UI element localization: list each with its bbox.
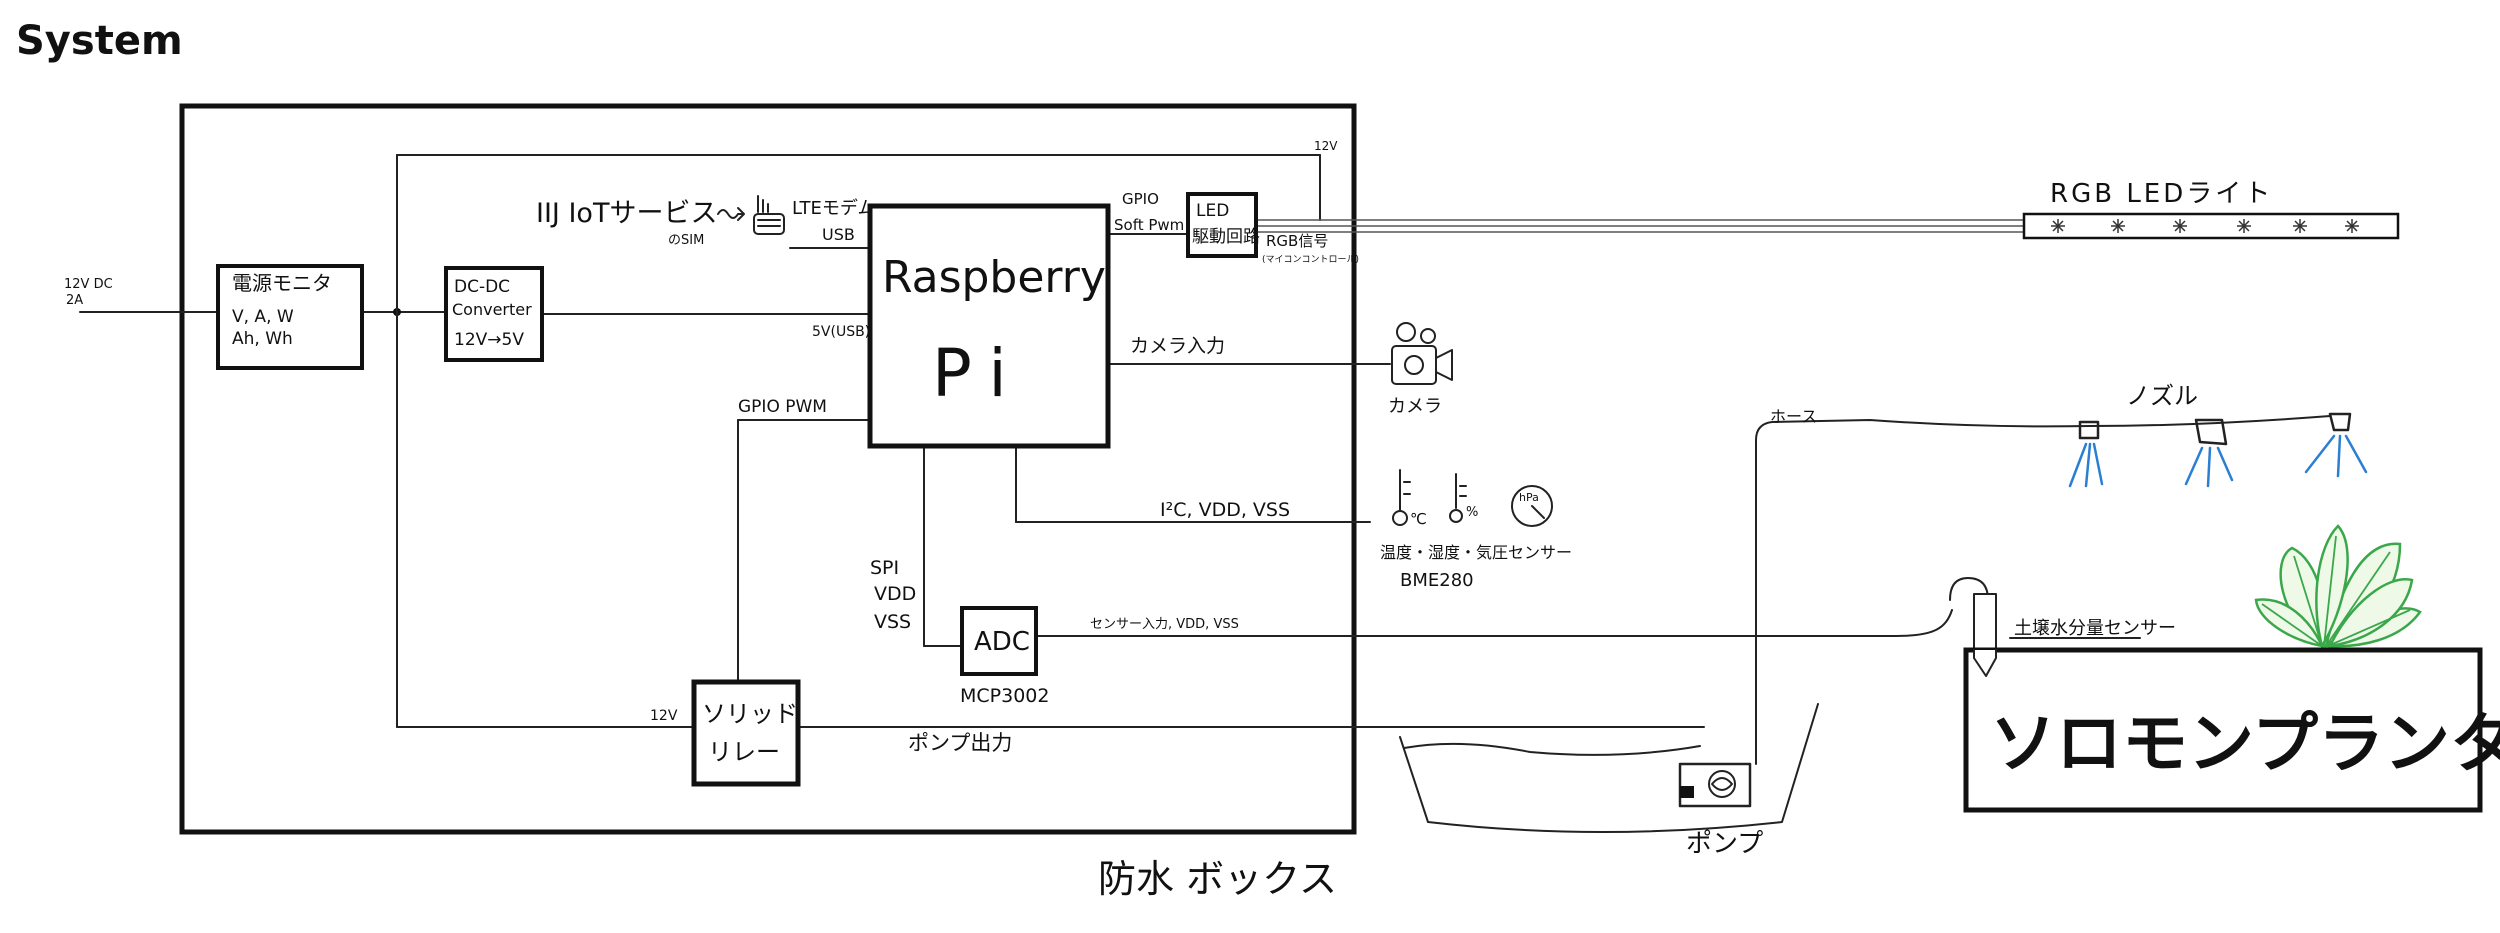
raspberry-pi-box — [867, 203, 1111, 449]
adc-label: ADC — [974, 627, 1030, 657]
i2c-label: I²C, VDD, VSS — [1160, 499, 1290, 521]
waterproof-box — [179, 103, 1357, 835]
sensor-input-label: センサー入力, VDD, VSS — [1090, 617, 1239, 632]
gpio-label: GPIO — [1122, 190, 1159, 208]
lte-modem-label: LTEモデム — [792, 198, 876, 219]
adc-box — [960, 606, 1038, 676]
rgb-signal-sublabel: (マイコンコントロール) — [1262, 255, 1359, 265]
plant-icon — [2254, 524, 2422, 650]
hose-label: ホース — [1770, 407, 1817, 426]
relay-box — [691, 679, 801, 787]
pump-output-label: ポンプ出力 — [908, 731, 1012, 755]
nozzle-icon — [2184, 418, 2234, 488]
lte-usb-label: USB — [822, 225, 855, 244]
hpa-label: hPa — [1519, 491, 1539, 504]
hygrometer-icon — [1449, 473, 1467, 523]
spi-label: SPI — [870, 557, 899, 579]
rgb-led-strip — [2022, 212, 2400, 240]
pump-label: ポンプ — [1686, 829, 1763, 859]
v12-top-label: 12V — [1314, 139, 1338, 153]
nozzle-label: ノズル — [2126, 382, 2198, 410]
arrow-icon — [717, 207, 745, 221]
power-monitor-title: 電源モニタ — [232, 271, 332, 295]
celsius-label: ℃ — [1410, 510, 1427, 528]
nozzle-icon — [2068, 420, 2104, 488]
relay-line1: ソリッド — [702, 700, 798, 728]
planter-box — [1963, 647, 2483, 813]
rgb-led-light-label: RGB LEDライト — [2050, 179, 2273, 209]
rgb-signal-label: RGB信号 — [1266, 232, 1328, 250]
raspberry-pi-line2: Pi — [932, 335, 1025, 412]
power-monitor-line1: V, A, W — [232, 307, 294, 327]
sensor-model: BME280 — [1400, 570, 1474, 591]
wiring — [79, 154, 2024, 728]
spi-vss-label: VSS — [874, 611, 911, 633]
spi-vdd-label: VDD — [874, 583, 916, 605]
raspberry-pi-line1: Raspberry — [882, 252, 1106, 303]
gpio-pwm-label: GPIO PWM — [738, 397, 827, 417]
camera-input-label: カメラ入力 — [1130, 335, 1225, 357]
dcdc-line2: Converter — [452, 300, 532, 319]
adc-chip-label: MCP3002 — [960, 685, 1049, 707]
water-tank — [1399, 703, 1819, 833]
iij-service-label: IIJ IoTサービス — [536, 198, 717, 229]
power-input-current: 2A — [66, 293, 83, 308]
led-sparkle-icons — [2051, 219, 2359, 233]
camera-label: カメラ — [1388, 396, 1442, 417]
humidity-percent-label: % — [1466, 505, 1478, 520]
led-driver-line2: 駆動回路 — [1192, 227, 1260, 247]
power-monitor-line2: Ah, Wh — [232, 329, 293, 349]
led-driver-line1: LED — [1196, 201, 1229, 221]
power-monitor-box — [216, 264, 364, 370]
planter-label: ソロモンプランター — [1990, 705, 2500, 782]
thermometer-icon — [1392, 469, 1411, 526]
usb-5v-label: 5V(USB) — [812, 324, 870, 340]
lte-modem-icon — [753, 195, 785, 235]
diagram-title: System — [16, 18, 183, 64]
led-driver-box — [1186, 192, 1258, 258]
dcdc-line3: 12V→5V — [454, 330, 524, 350]
relay-line2: リレー — [708, 738, 780, 766]
camera-icon — [1391, 322, 1453, 385]
pump-icon — [1678, 762, 1752, 808]
dcdc-box — [444, 266, 544, 362]
relay-12v-label: 12V — [650, 708, 678, 724]
sensor-desc: 温度・湿度・気圧センサー — [1380, 543, 1572, 562]
dcdc-line1: DC-DC — [454, 277, 510, 297]
iij-sim-label: のSIM — [668, 233, 704, 248]
softpwm-label: Soft Pwm — [1114, 216, 1184, 234]
power-input-label: 12V DC — [64, 277, 113, 292]
barometer-icon — [1511, 485, 1553, 527]
waterproof-box-label: 防水 ボックス — [1098, 857, 1337, 901]
nozzle-icon — [2304, 412, 2368, 478]
soil-sensor-label: 土壌水分量センサー — [2014, 618, 2176, 639]
